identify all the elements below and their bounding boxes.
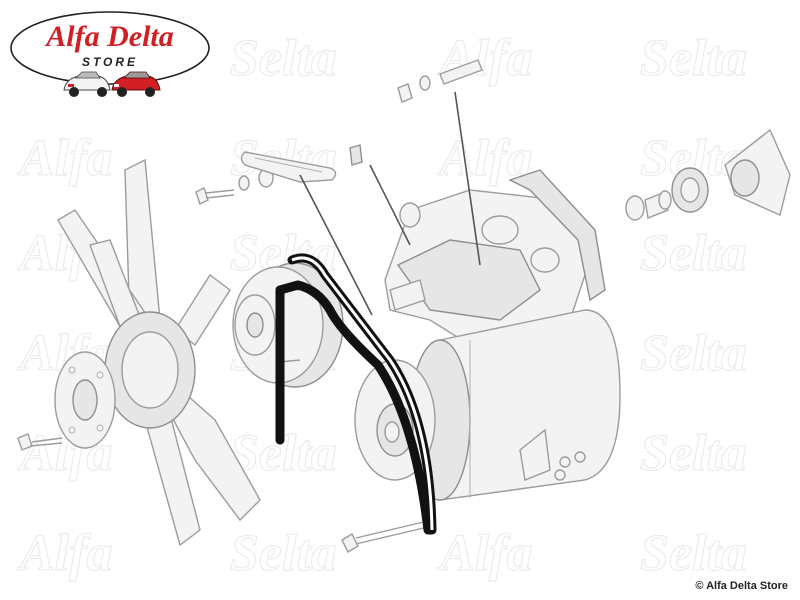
water-pump-housing <box>384 189 591 351</box>
bearing-spacer <box>644 190 672 219</box>
fan-belt <box>275 253 437 535</box>
logo-store-label: STORE <box>82 55 138 69</box>
spare-belt-detail <box>240 151 337 183</box>
water-pump-gasket <box>508 169 606 302</box>
bolt-and-washers <box>195 168 274 205</box>
bearing-nut <box>671 167 709 213</box>
alfa-delta-store-logo: Alfa Delta STORE <box>10 11 210 97</box>
logo-brand-text: Alfa Delta <box>44 20 174 53</box>
stud-and-nut <box>397 59 483 103</box>
copyright-notice: © Alfa Delta Store <box>695 580 788 592</box>
pump-impeller-hub <box>724 128 791 216</box>
cooling-fan <box>57 158 261 547</box>
classic-car-red-icon <box>111 71 161 97</box>
generator-mounting-bolt <box>341 519 433 553</box>
fan-spacer-flange <box>54 351 116 449</box>
bearing-washer <box>625 195 645 221</box>
leader-lines <box>299 91 481 316</box>
fan-bolt <box>17 433 63 451</box>
classic-car-white-icon <box>63 71 111 97</box>
grub-screw <box>349 144 363 166</box>
